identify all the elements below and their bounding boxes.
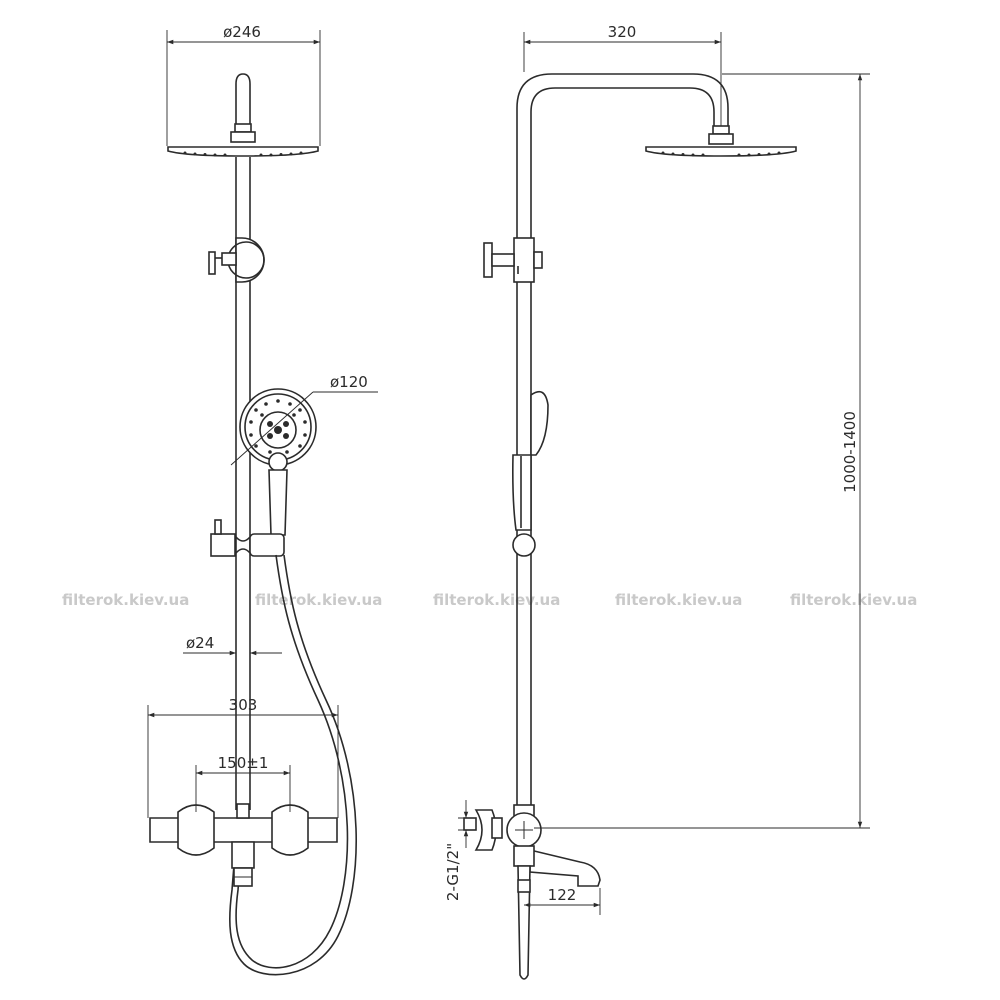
riser-rail-side	[516, 73, 729, 805]
rain-shower-head-front	[167, 73, 319, 157]
front-view: ø246 ø120 ø24 303 150±1	[147, 23, 378, 976]
dimension-arm-reach: 320	[608, 23, 637, 41]
dimension-height-range: 1000-1400	[841, 411, 859, 493]
mixer-body-side	[463, 804, 601, 980]
dimension-rail-diameter: ø24	[186, 634, 214, 652]
mixer-body-front	[149, 803, 338, 887]
shower-hose-front	[228, 554, 357, 976]
watermark: filterok.kiev.ua	[255, 591, 382, 609]
watermark: filterok.kiev.ua	[433, 591, 560, 609]
hand-shower-front	[239, 388, 317, 536]
watermark-layer: filterok.kiev.ua filterok.kiev.ua filter…	[62, 591, 917, 609]
watermark: filterok.kiev.ua	[615, 591, 742, 609]
dimension-hand-shower-diameter: ø120	[330, 373, 368, 391]
watermark: filterok.kiev.ua	[790, 591, 917, 609]
diverter-front	[208, 237, 265, 283]
diverter-side	[483, 237, 543, 283]
side-view: 320 1000-1400 2-G1/2" 122	[444, 23, 870, 980]
dimension-inlet-spacing: 150±1	[218, 754, 269, 772]
rain-shower-head-side	[645, 125, 797, 157]
watermark: filterok.kiev.ua	[62, 591, 189, 609]
dimension-head-diameter: ø246	[223, 23, 261, 41]
dimension-spout-length: 122	[548, 886, 577, 904]
dimension-mixer-width: 303	[229, 696, 258, 714]
dimension-connection: 2-G1/2"	[444, 843, 462, 901]
hand-shower-side	[512, 390, 549, 557]
slide-holder-front	[210, 519, 285, 557]
side-dimensions: 320 1000-1400 2-G1/2" 122	[444, 23, 870, 915]
front-dimensions: ø246 ø120 ø24 303 150±1	[147, 23, 378, 818]
